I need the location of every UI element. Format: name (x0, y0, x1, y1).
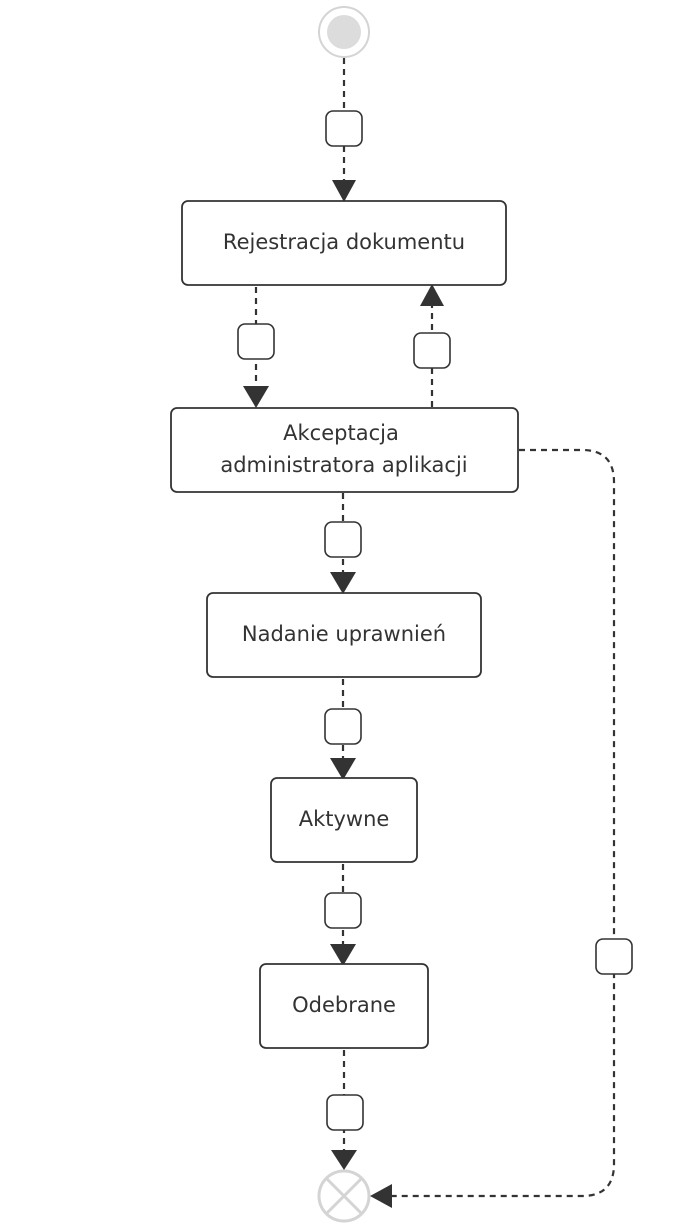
state-nadanie-uprawnien[interactable]: Nadanie uprawnień (206, 592, 482, 678)
transition-rejestracja-akceptacja (237, 287, 275, 408)
transition-label (237, 323, 275, 360)
start-node (318, 6, 370, 58)
transition-akceptacja-end (370, 448, 633, 1208)
state-label-line-1: Akceptacja (283, 421, 399, 445)
state-rejestracja-dokumentu[interactable]: Rejestracja dokumentu (181, 200, 507, 286)
transition-label (324, 892, 362, 929)
state-label: Odebrane (292, 993, 396, 1017)
transition-label (324, 708, 362, 745)
transition-odebrane-end (326, 1050, 364, 1170)
transition-aktywne-odebrane (324, 864, 362, 966)
end-node (317, 1169, 371, 1223)
state-odebrane[interactable]: Odebrane (259, 963, 429, 1049)
transition-label (325, 110, 363, 147)
transition-akceptacja-rejestracja (413, 284, 451, 407)
transition-akceptacja-nadanie (324, 493, 362, 594)
state-akceptacja-administratora[interactable]: Akceptacja administratora aplikacji (170, 407, 519, 493)
transition-label (595, 938, 633, 975)
transition-label (324, 521, 362, 558)
state-label-line-2: administratora aplikacji (220, 453, 467, 477)
state-label: Nadanie uprawnień (242, 622, 446, 646)
transition-nadanie-aktywne (324, 679, 362, 780)
state-aktywne[interactable]: Aktywne (270, 777, 418, 863)
transition-start-rejestracja (325, 58, 363, 202)
state-label: Rejestracja dokumentu (223, 230, 465, 254)
transition-label (326, 1094, 364, 1131)
state-label: Aktywne (299, 807, 390, 831)
transition-label (413, 332, 451, 369)
